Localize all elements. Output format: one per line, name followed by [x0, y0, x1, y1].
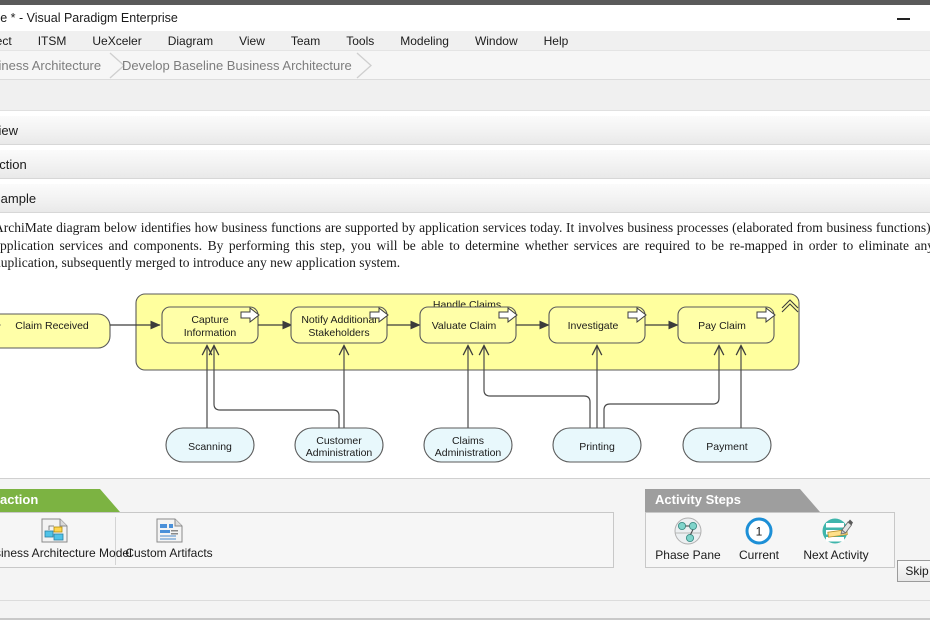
diagram-service-label-4a: Payment [706, 441, 748, 453]
activity-item-next-activity[interactable]: Next Activity [792, 517, 880, 562]
diagram-process-label-2a: Valuate Claim [432, 320, 497, 332]
action-panel-box: siness Architecture Model [0, 512, 614, 568]
window-top-border [0, 0, 930, 5]
bottom-panel-area: action siness Architecture Model [0, 478, 930, 620]
activity-panel-box: Phase Pane 1 Current [645, 512, 895, 568]
menu-item-tools[interactable]: Tools [346, 33, 375, 48]
activity-item-phase-pane[interactable]: Phase Pane [650, 517, 726, 562]
activity-item-label-2: Next Activity [803, 548, 869, 562]
diagram-event-claim-received: Claim Received [0, 313, 111, 349]
diagram-process-pay-claim: Pay Claim [677, 306, 776, 344]
section-header-sample-label: Sample [0, 191, 37, 206]
menu-bar: ject ITSM UeXceler Diagram View Team Too… [0, 31, 930, 51]
diagram-service-label-3a: Printing [579, 441, 615, 453]
menu-item-diagram[interactable]: Diagram [167, 33, 214, 48]
action-item-label-1: Custom Artifacts [125, 546, 213, 560]
business-architecture-model-icon [41, 518, 68, 543]
action-panel-tab-label: action [0, 492, 39, 507]
diagram-service-label-2a: Claims [452, 435, 484, 447]
status-bar [0, 600, 930, 620]
menu-item-view[interactable]: View [239, 33, 265, 48]
diagram-process-label-1b: Stakeholders [308, 327, 369, 339]
action-item-label-0: siness Architecture Model [0, 546, 132, 560]
section-header-introduction-label: uction [0, 157, 27, 172]
process-arrow-icon-4 [756, 306, 776, 324]
menu-item-uexceler[interactable]: UeXceler [92, 33, 142, 48]
action-tab-shape [0, 489, 120, 512]
breadcrumb: siness Architecture Develop Baseline Bus… [0, 51, 930, 80]
diagram-service-label-2b: Administration [435, 447, 502, 459]
custom-artifacts-icon [156, 518, 183, 543]
breadcrumb-item-develop-baseline[interactable]: Develop Baseline Business Architecture [122, 58, 352, 73]
current-step-icon: 1 [745, 517, 773, 545]
menu-item-itsm[interactable]: ITSM [37, 33, 67, 48]
menu-item-help[interactable]: Help [543, 33, 569, 48]
section-header-sample[interactable]: Sample [0, 183, 930, 213]
action-item-custom-artifacts[interactable]: Custom Artifacts [119, 517, 219, 560]
current-step-badge: 1 [756, 525, 763, 539]
process-arrow-icon-2 [498, 306, 518, 324]
diagram-process-notify-additional-stakeholders: Notify Additional Stakeholders [290, 306, 389, 344]
diagram-process-label-3a: Investigate [568, 320, 619, 332]
activity-steps-tab[interactable]: Activity Steps [645, 489, 820, 512]
activity-item-current[interactable]: 1 Current [730, 517, 788, 562]
diagram-service-label-0a: Scanning [188, 441, 232, 453]
action-panel-tab[interactable]: action [0, 489, 120, 512]
sample-description-paragraph: ArchiMate diagram below identifies how b… [0, 220, 930, 270]
next-activity-icon [822, 518, 853, 544]
menu-item-team[interactable]: Team [290, 33, 321, 48]
toolbar-band [0, 80, 930, 111]
action-item-business-architecture-model[interactable]: siness Architecture Model [0, 517, 132, 560]
window-title: ce * - Visual Paradigm Enterprise [0, 11, 178, 25]
skip-button[interactable]: Skip [897, 560, 930, 582]
diagram-service-label-1b: Administration [306, 447, 373, 459]
diagram-process-investigate: Investigate [548, 306, 647, 344]
activity-tab-shape [645, 489, 820, 512]
diagram-process-capture-information: Capture Information [161, 306, 260, 344]
breadcrumb-separator-icon [108, 51, 134, 80]
diagram-event-label: Claim Received [15, 320, 89, 332]
breadcrumb-separator-icon-2 [355, 51, 381, 80]
menu-item-window[interactable]: Window [474, 33, 518, 48]
activity-steps-tab-label: Activity Steps [655, 492, 741, 507]
grouping-corner-icon [781, 299, 799, 313]
archimate-diagram[interactable]: Handle Claims Claim Received Capture Inf… [0, 282, 930, 478]
diagram-service-customer-administration: Customer Administration [294, 427, 384, 463]
minimize-icon[interactable] [886, 8, 920, 30]
diagram-process-valuate-claim: Valuate Claim [419, 306, 518, 344]
menu-item-modeling[interactable]: Modeling [400, 33, 449, 48]
diagram-process-label-0a: Capture [191, 314, 229, 326]
diagram-service-scanning: Scanning [165, 427, 255, 463]
breadcrumb-item-business-architecture[interactable]: siness Architecture [0, 58, 102, 73]
process-arrow-icon-1 [369, 306, 389, 324]
section-header-overview-label: view [0, 123, 19, 138]
menu-item-project[interactable]: ject [0, 33, 12, 48]
diagram-service-payment: Payment [682, 427, 772, 463]
diagram-process-label-0b: Information [184, 327, 237, 339]
diagram-service-claims-administration: Claims Administration [423, 427, 513, 463]
title-bar: ce * - Visual Paradigm Enterprise [0, 5, 930, 31]
window-bottom-border [0, 618, 930, 620]
section-header-overview[interactable]: view [0, 115, 930, 145]
diagram-process-label-4a: Pay Claim [698, 320, 746, 332]
diagram-serving-relations [207, 346, 741, 429]
phase-pane-icon [674, 517, 702, 545]
section-header-introduction[interactable]: uction [0, 149, 930, 179]
action-panel-divider [115, 517, 116, 565]
activity-item-label-1: Current [738, 548, 779, 562]
diagram-process-label-1a: Notify Additional [301, 314, 376, 326]
process-arrow-icon-0 [240, 306, 260, 324]
activity-item-label-0: Phase Pane [655, 548, 721, 562]
diagram-service-printing: Printing [552, 427, 642, 463]
toolbar-divider [0, 110, 930, 111]
diagram-service-label-1a: Customer [316, 435, 362, 447]
process-arrow-icon-3 [627, 306, 647, 324]
